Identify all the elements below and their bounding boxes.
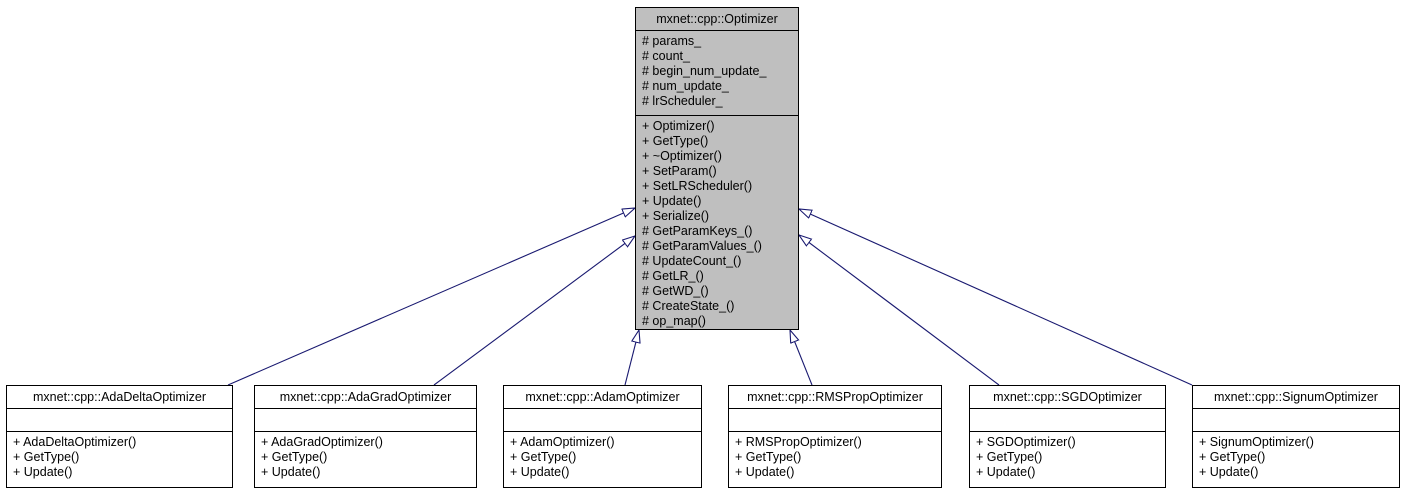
- member-line: + GetType(): [735, 450, 802, 464]
- class-title: mxnet::cpp::AdaDeltaOptimizer: [7, 386, 232, 409]
- member-line: + Update(): [13, 465, 73, 479]
- class-title: mxnet::cpp::AdaGradOptimizer: [255, 386, 476, 409]
- member-line: + GetType(): [13, 450, 80, 464]
- member-line: + SetLRScheduler(): [642, 179, 753, 193]
- class-title: mxnet::cpp::Optimizer: [636, 8, 798, 31]
- member-line: + GetType(): [510, 450, 577, 464]
- member-line: + AdaDeltaOptimizer(): [13, 435, 137, 449]
- member-line: + Update(): [642, 194, 702, 208]
- class-title: mxnet::cpp::SGDOptimizer: [970, 386, 1165, 409]
- member-line: # lrScheduler_: [642, 94, 723, 108]
- class-fields: [255, 409, 476, 432]
- class-title: mxnet::cpp::RMSPropOptimizer: [729, 386, 941, 409]
- member-line: + Optimizer(): [642, 119, 715, 133]
- member-line: # GetLR_(): [642, 269, 704, 283]
- inheritance-edge-adadelta: [227, 208, 635, 386]
- inheritance-edge-adagrad: [433, 236, 635, 386]
- member-line: + SGDOptimizer(): [976, 435, 1076, 449]
- class-methods: + SignumOptimizer()+ GetType()+ Update(): [1193, 432, 1399, 487]
- member-line: + RMSPropOptimizer(): [735, 435, 862, 449]
- member-line: + SignumOptimizer(): [1199, 435, 1314, 449]
- member-line: + GetType(): [1199, 450, 1266, 464]
- member-line: + ~Optimizer(): [642, 149, 722, 163]
- class-fields: [1193, 409, 1399, 432]
- member-line: + Update(): [1199, 465, 1259, 479]
- inheritance-edge-sgd: [799, 235, 1000, 386]
- class-fields: [970, 409, 1165, 432]
- member-line: # begin_num_update_: [642, 64, 767, 78]
- class-box-sgdoptimizer[interactable]: mxnet::cpp::SGDOptimizer + SGDOptimizer(…: [969, 385, 1166, 488]
- member-line: + Update(): [510, 465, 570, 479]
- class-methods: + Optimizer()+ GetType()+ ~Optimizer()+ …: [636, 116, 798, 329]
- member-line: # num_update_: [642, 79, 729, 93]
- class-title: mxnet::cpp::AdamOptimizer: [504, 386, 701, 409]
- class-fields: # params_# count_# begin_num_update_# nu…: [636, 31, 798, 116]
- member-line: + GetType(): [261, 450, 328, 464]
- member-line: + Update(): [735, 465, 795, 479]
- inheritance-edge-rmsprop: [790, 330, 813, 386]
- member-line: # CreateState_(): [642, 299, 735, 313]
- class-fields: [7, 409, 232, 432]
- member-line: # UpdateCount_(): [642, 254, 742, 268]
- class-box-signumoptimizer[interactable]: mxnet::cpp::SignumOptimizer + SignumOpti…: [1192, 385, 1400, 488]
- member-line: + Serialize(): [642, 209, 710, 223]
- inheritance-edge-signum: [799, 209, 1193, 386]
- class-methods: + RMSPropOptimizer()+ GetType()+ Update(…: [729, 432, 941, 487]
- member-line: + GetType(): [976, 450, 1043, 464]
- class-methods: + AdaGradOptimizer()+ GetType()+ Update(…: [255, 432, 476, 487]
- class-box-adamoptimizer[interactable]: mxnet::cpp::AdamOptimizer + AdamOptimize…: [503, 385, 702, 488]
- member-line: # count_: [642, 49, 690, 63]
- member-line: + AdaGradOptimizer(): [261, 435, 383, 449]
- class-fields: [729, 409, 941, 432]
- member-line: + SetParam(): [642, 164, 717, 178]
- class-box-adagradoptimizer[interactable]: mxnet::cpp::AdaGradOptimizer + AdaGradOp…: [254, 385, 477, 488]
- class-box-rmspropoptimizer[interactable]: mxnet::cpp::RMSPropOptimizer + RMSPropOp…: [728, 385, 942, 488]
- class-fields: [504, 409, 701, 432]
- inheritance-edge-adam: [624, 330, 639, 386]
- member-line: # op_map(): [642, 314, 706, 328]
- member-line: + Update(): [261, 465, 321, 479]
- class-methods: + SGDOptimizer()+ GetType()+ Update(): [970, 432, 1165, 487]
- member-line: + Update(): [976, 465, 1036, 479]
- class-box-adadeltaoptimizer[interactable]: mxnet::cpp::AdaDeltaOptimizer + AdaDelta…: [6, 385, 233, 488]
- class-methods: + AdamOptimizer()+ GetType()+ Update(): [504, 432, 701, 487]
- member-line: + AdamOptimizer(): [510, 435, 615, 449]
- class-box-optimizer[interactable]: mxnet::cpp::Optimizer # params_# count_#…: [635, 7, 799, 330]
- member-line: # GetWD_(): [642, 284, 709, 298]
- member-line: + GetType(): [642, 134, 709, 148]
- member-line: # params_: [642, 34, 702, 48]
- class-methods: + AdaDeltaOptimizer()+ GetType()+ Update…: [7, 432, 232, 487]
- member-line: # GetParamKeys_(): [642, 224, 753, 238]
- member-line: # GetParamValues_(): [642, 239, 762, 253]
- class-title: mxnet::cpp::SignumOptimizer: [1193, 386, 1399, 409]
